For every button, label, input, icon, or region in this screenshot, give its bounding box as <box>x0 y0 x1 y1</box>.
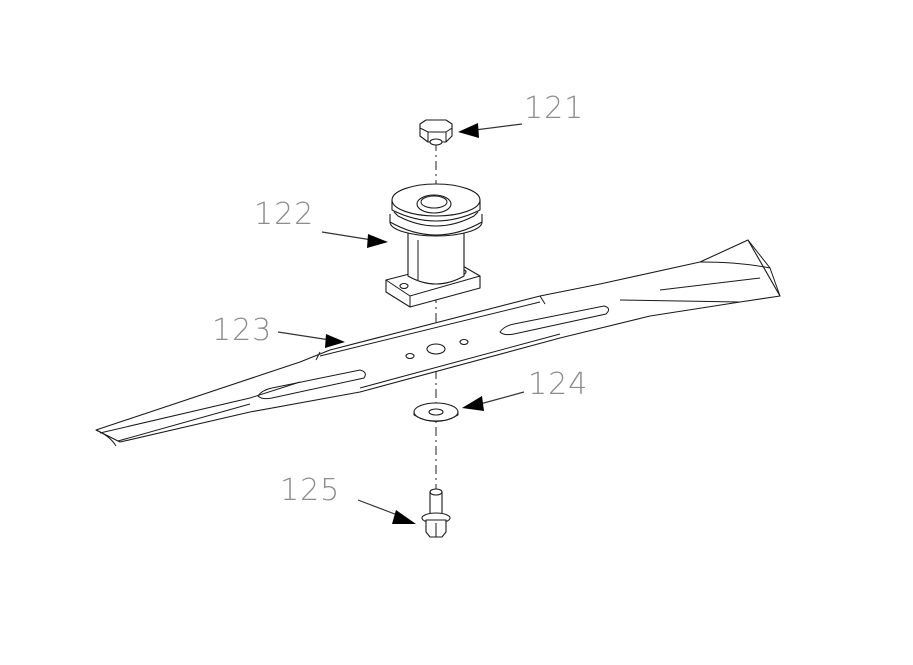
blade-mount-hole-left <box>405 352 415 360</box>
callout-125: 125 <box>280 473 340 508</box>
hex-nut <box>419 119 453 146</box>
washer <box>413 402 459 422</box>
callout-124: 124 <box>528 367 588 402</box>
blade-mount-hole-right <box>459 338 469 346</box>
leader-122 <box>321 231 388 248</box>
flange-bolt <box>421 488 451 538</box>
callout-123: 123 <box>212 313 272 348</box>
mower-blade <box>95 239 781 447</box>
leader-121 <box>458 123 523 138</box>
callout-121: 121 <box>524 91 584 126</box>
callout-122: 122 <box>254 197 314 232</box>
blade-center-hole <box>426 343 446 355</box>
leader-123 <box>277 331 345 348</box>
blade-adapter-pulley <box>385 183 483 308</box>
leader-125 <box>357 499 416 524</box>
leader-124 <box>462 391 525 411</box>
